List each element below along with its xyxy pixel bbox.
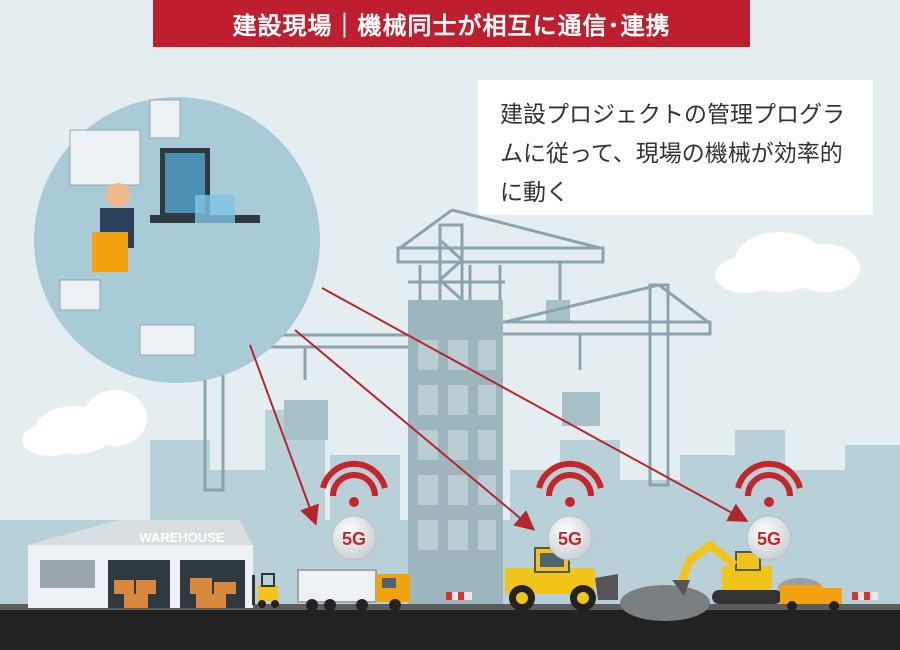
warehouse (28, 520, 253, 608)
network-badge-1-label: 5G (342, 529, 366, 549)
forklift (252, 573, 279, 608)
network-badge-3: 5G (735, 460, 803, 561)
ground (0, 608, 900, 650)
network-badge-1: 5G (320, 460, 388, 561)
arrow-to-excavator (321, 287, 749, 522)
crane-right (498, 283, 712, 487)
description-note: 建設プロジェクトの管理プログラムに従って、現場の機械が効率的に動く (478, 80, 873, 215)
barrier-right (852, 592, 878, 600)
network-badge-3-label: 5G (757, 529, 781, 549)
crane-load (546, 300, 570, 322)
network-badge-2: 5G (536, 460, 604, 561)
wheel-loader (505, 547, 618, 611)
arrow-to-loader (294, 329, 536, 531)
crane-load-left (284, 400, 328, 440)
communication-arrows (249, 287, 749, 531)
building-under-construction (408, 265, 505, 615)
page-title: 建設現場｜機械同士が相互に通信･連携 (153, 0, 750, 47)
office-worker-illustration (59, 99, 260, 356)
warehouse-label: WAREHOUSE (139, 530, 225, 545)
excavator (672, 539, 782, 604)
dump-truck (780, 585, 842, 611)
cloud-right (715, 232, 860, 293)
arrow-to-truck (249, 344, 319, 526)
container-truck (297, 569, 410, 611)
network-badge-2-label: 5G (558, 529, 582, 549)
cloud-left (22, 390, 147, 456)
barrier-left (446, 592, 472, 600)
road-edge (0, 604, 900, 610)
crane-load-right (562, 392, 600, 426)
